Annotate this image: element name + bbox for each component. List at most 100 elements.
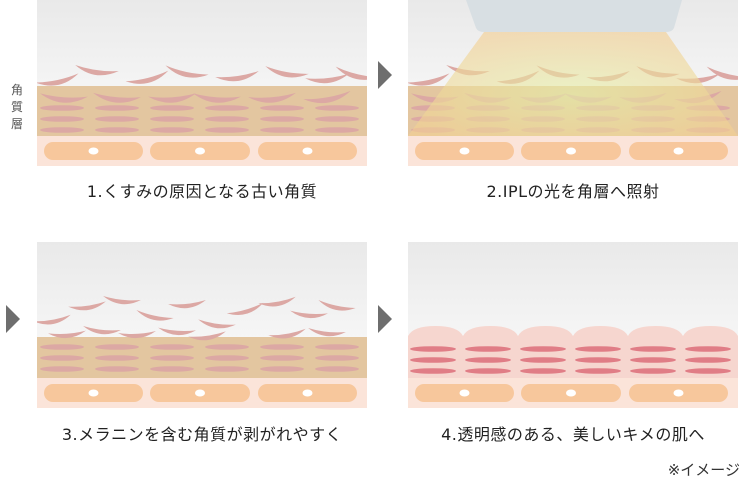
keratin-layer [150,366,194,372]
keratin-layer [40,127,84,133]
keratin-layer [95,344,139,350]
keratin-flake [118,331,156,339]
keratin-layer [150,127,194,133]
keratin-flake [258,296,296,307]
keratin-flake [215,70,259,82]
keratin-flake [37,314,71,325]
keratin-layer [95,127,139,133]
healthy-keratin [520,368,566,374]
cell-nucleus [459,147,470,155]
keratin-flake [290,310,328,319]
keratin-layer [315,355,359,361]
cell-nucleus [195,389,205,397]
keratin-layer [95,366,139,372]
keratin-layer [150,116,194,122]
keratin-flake [148,93,196,103]
keratin-layer [40,344,84,350]
keratin-flake [408,73,450,86]
keratin-flake [303,90,351,104]
keratin-layer [150,105,194,111]
healthy-keratin [575,346,621,352]
panel-1-old-keratin [37,0,367,166]
keratin-layer [150,344,194,350]
keratin-layer [150,355,194,361]
keratin-flake [125,70,169,84]
healthy-keratin [685,357,731,363]
caption-1: 1.くすみの原因となる古い角質 [86,182,318,201]
keratin-flake [75,64,119,76]
healthy-keratin [630,346,676,352]
stratum-corneum [37,337,367,378]
healthy-keratin [685,368,731,374]
stratum-corneum [37,86,367,136]
ipl-handpiece-lens [466,0,682,32]
keratin-flake [158,327,196,336]
panel-2-ipl-irradiation [408,0,738,166]
keratin-flake [93,92,141,103]
keratin-layer [315,366,359,372]
keratin-layer [205,116,249,122]
keratin-layer [40,366,84,372]
keratin-layer [205,355,249,361]
healthy-keratin [520,346,566,352]
keratin-layer [40,116,84,122]
keratin-layer [260,344,304,350]
layer-label-stratum-corneum: 角質層 [11,83,24,131]
keratin-flake [308,328,346,337]
healthy-keratin [630,357,676,363]
keratin-flake [165,65,209,78]
keratin-flake [265,66,309,78]
healthy-keratin [465,346,511,352]
keratin-layer [205,105,249,111]
cell-nucleus [88,389,99,397]
caption-2: 2.IPLの光を角層へ照射 [486,182,660,201]
keratin-flake [198,319,236,329]
keratin-layer [260,116,304,122]
keratin-layer [315,127,359,133]
keratin-flake [48,330,86,339]
keratin-layer [315,344,359,350]
keratin-layer [205,127,249,133]
cell-nucleus [302,147,313,155]
keratin-flake [248,92,296,103]
keratin-layer [260,355,304,361]
keratin-layer [260,366,304,372]
keratin-layer [95,116,139,122]
arrow-right-icon [378,61,392,89]
healthy-keratin [575,357,621,363]
healthy-keratin [410,346,456,352]
ipl-light-beam [408,32,738,136]
keratin-layer [205,366,249,372]
healthy-keratin [685,346,731,352]
cell-nucleus [459,389,470,397]
cell-nucleus [88,147,99,155]
keratin-flake [136,310,174,321]
keratin-flake [168,300,206,309]
cell-nucleus [566,147,576,155]
keratin-flake [226,302,264,316]
healthy-keratin [410,368,456,374]
panel-4-clear-skin [408,242,738,408]
cell-nucleus [195,147,205,155]
cell-nucleus [673,147,684,155]
keratin-layer [315,116,359,122]
keratin-layer [260,105,304,111]
keratin-flake [103,296,141,305]
panel-3-peeling [37,242,367,408]
keratin-layer [95,105,139,111]
caption-3: 3.メラニンを含む角質が剥がれやすく [61,425,343,444]
healthy-stratum [408,326,738,378]
arrow-right-icon [6,305,20,333]
keratin-flake [188,331,226,341]
cell-nucleus [302,389,313,397]
keratin-layer [40,355,84,361]
keratin-layer [315,105,359,111]
keratin-flake [37,73,79,86]
keratin-flake [305,73,349,84]
healthy-keratin [575,368,621,374]
cell-nucleus [566,389,576,397]
healthy-keratin [465,357,511,363]
keratin-flake [83,326,121,335]
image-note: ※イメージ [667,461,740,479]
keratin-flake [318,300,356,311]
